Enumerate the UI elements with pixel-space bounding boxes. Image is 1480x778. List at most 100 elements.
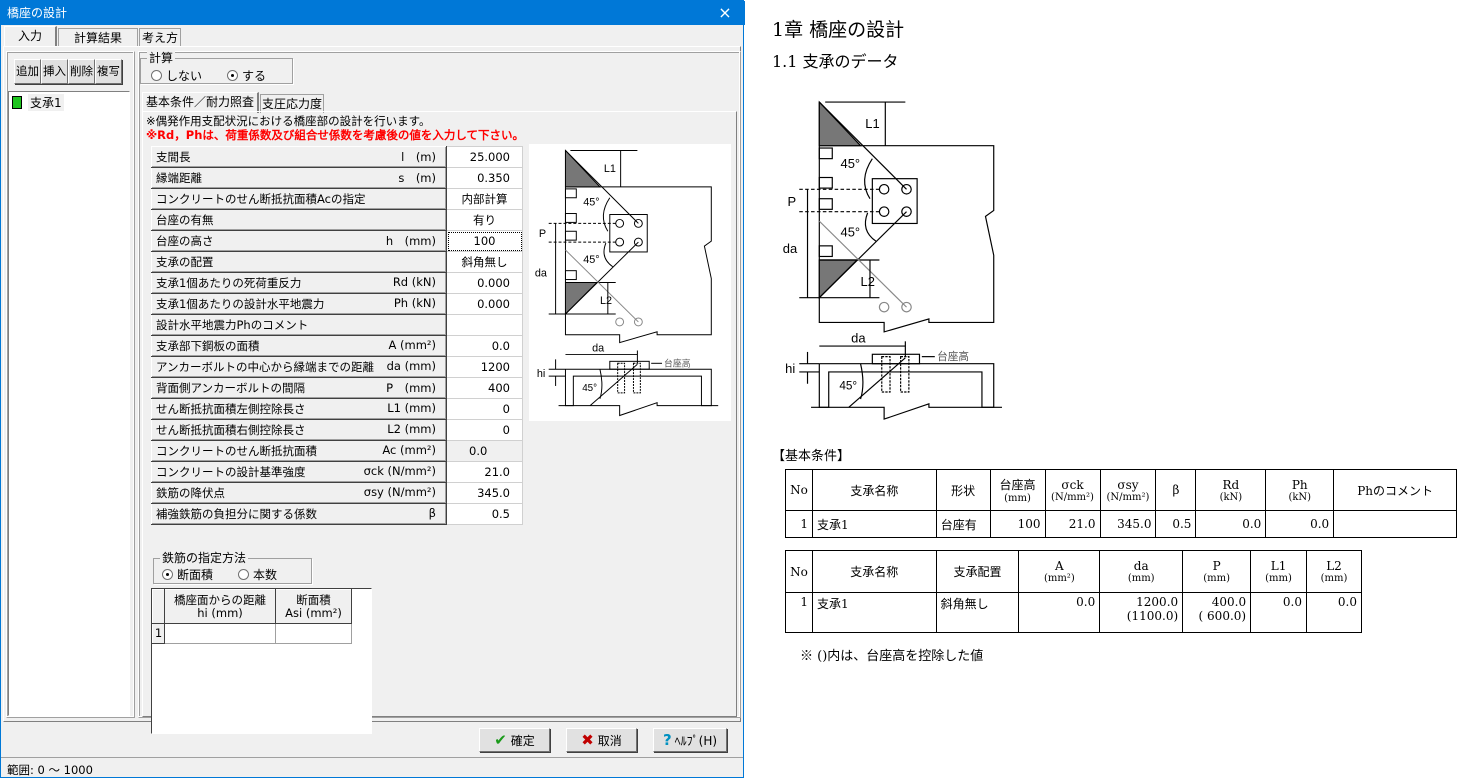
radio-cross-section[interactable]: 断面積 bbox=[162, 566, 213, 583]
detail-panel bbox=[138, 51, 741, 718]
table-cell bbox=[1333, 510, 1457, 538]
header-text: 橋座面からの距離 bbox=[174, 592, 266, 607]
label-text: 縁端距離 bbox=[156, 171, 202, 185]
radio-calc-on[interactable]: する bbox=[227, 67, 266, 84]
bearing-geometry-svg: L1 45° 45° P da L2 da hi 45° 台座高 bbox=[535, 149, 719, 417]
value-cell[interactable]: 0.000 bbox=[446, 272, 523, 294]
radio-icon bbox=[238, 569, 249, 580]
header-text: 支承配置 bbox=[953, 565, 1002, 579]
column-header: β bbox=[1155, 469, 1197, 511]
cell-value: 1 bbox=[800, 517, 808, 531]
ok-button[interactable]: ✔確定 bbox=[479, 728, 550, 752]
column-header: da(mm) bbox=[1099, 550, 1184, 593]
value-cell[interactable]: 0.000 bbox=[446, 293, 523, 315]
value-cell[interactable]: 400 bbox=[446, 377, 523, 399]
asi-cell[interactable] bbox=[275, 623, 352, 644]
title-bar: 橋座の設計 bbox=[1, 1, 745, 25]
value-cell[interactable]: 斜角無し bbox=[446, 251, 523, 273]
table-row: 設計水平地震力Phのコメント bbox=[151, 314, 523, 336]
value-cell[interactable]: 0 bbox=[446, 419, 523, 441]
report-bearing-diagram: L1 45° 45° P da L2 da hi 45° 台座高 bbox=[775, 95, 1018, 425]
value-cell[interactable]: 内部計算 bbox=[446, 188, 523, 210]
tab-bearing-stress[interactable]: 支圧応力度 bbox=[260, 94, 324, 113]
value-cell[interactable]: 25.000 bbox=[446, 146, 523, 168]
tab-calc-results[interactable]: 計算結果 bbox=[58, 28, 138, 47]
label-pedestal-height: 台座高 bbox=[664, 357, 691, 368]
column-header: 支承名称 bbox=[811, 550, 937, 593]
table-cell: 21.0 bbox=[1044, 510, 1101, 538]
value-cell[interactable]: 345.0 bbox=[446, 482, 523, 504]
label-pedestal-height: 台座高 bbox=[937, 350, 969, 363]
help-button[interactable]: ?ﾍﾙﾌﾟ(H) bbox=[653, 728, 727, 752]
header-unit: hi (mm) bbox=[197, 605, 243, 620]
radio-calc-off[interactable]: しない bbox=[151, 67, 202, 84]
delete-button[interactable]: 削除 bbox=[68, 59, 95, 84]
unit-text: P (mm) bbox=[386, 381, 436, 395]
header-unit: (kN) bbox=[1288, 491, 1312, 503]
value-cell[interactable]: 0.0 bbox=[446, 335, 523, 357]
label-text: コンクリートのせん断抵抗面積Acの指定 bbox=[156, 192, 366, 206]
table-cell: 1 bbox=[785, 592, 813, 633]
header-text: β bbox=[1172, 483, 1180, 497]
label-p: P bbox=[787, 194, 796, 209]
document-icon bbox=[12, 96, 22, 109]
label-text: 台座の高さ bbox=[156, 234, 214, 248]
cell-value: 400.0 bbox=[1211, 595, 1247, 609]
tab-input[interactable]: 入力 bbox=[4, 26, 57, 47]
header-text: Rd bbox=[1222, 477, 1240, 492]
copy-button[interactable]: 複写 bbox=[95, 59, 122, 84]
tab-basic-conditions[interactable]: 基本条件／耐力照査 bbox=[142, 92, 259, 113]
unit-text: da (mm) bbox=[386, 359, 436, 373]
list-item[interactable]: 支承1 bbox=[12, 94, 64, 111]
table-row: コンクリートのせん断抵抗面積Acの指定 内部計算 bbox=[151, 188, 523, 210]
value-cell[interactable]: 21.0 bbox=[446, 461, 523, 483]
column-header: No bbox=[785, 550, 813, 593]
rebar-method-legend: 鉄筋の指定方法 bbox=[160, 551, 249, 565]
label-text: 支承1個あたりの死荷重反力 bbox=[156, 276, 302, 290]
table-cell: 345.0 bbox=[1099, 510, 1157, 538]
tab-concept[interactable]: 考え方 bbox=[139, 28, 181, 47]
radio-label: 断面積 bbox=[177, 568, 214, 582]
label-angle-bottom: 45° bbox=[583, 254, 599, 266]
row-number: 1 bbox=[152, 623, 165, 644]
radio-count[interactable]: 本数 bbox=[238, 566, 277, 583]
label-da-lower: da bbox=[851, 331, 866, 346]
insert-button[interactable]: 挿入 bbox=[41, 59, 68, 84]
value-cell[interactable]: 有り bbox=[446, 209, 523, 231]
header-text: P bbox=[1212, 559, 1221, 573]
value-cell[interactable]: 0.350 bbox=[446, 167, 523, 189]
cell-value: 支承1 bbox=[816, 517, 849, 532]
label-text: 支承1個あたりの設計水平地震力 bbox=[156, 297, 325, 311]
bearing-list: 支承1 bbox=[8, 91, 130, 716]
table-cell: 0.0 bbox=[1306, 592, 1362, 633]
value-cell[interactable]: 0 bbox=[446, 398, 523, 420]
chapter-heading: 1章 橋座の設計 bbox=[772, 19, 905, 41]
value-cell[interactable] bbox=[446, 314, 523, 336]
value-cell[interactable]: 100 bbox=[446, 230, 523, 252]
hi-cell[interactable] bbox=[164, 623, 276, 644]
header-unit: (mm²) bbox=[1043, 573, 1075, 584]
value-cell[interactable]: 0.5 bbox=[446, 503, 523, 525]
value-cell[interactable]: 1200 bbox=[446, 356, 523, 378]
table-cell: 0.5 bbox=[1155, 510, 1197, 538]
table-cell: 400.0( 600.0) bbox=[1182, 592, 1252, 633]
label-text: コンクリートの設計基準強度 bbox=[156, 465, 306, 479]
label-text: 支承の配置 bbox=[156, 255, 214, 269]
cancel-button[interactable]: ✖取消 bbox=[566, 728, 637, 752]
close-icon[interactable]: × bbox=[718, 3, 732, 22]
column-header: Phのコメント bbox=[1333, 469, 1457, 511]
unit-text: Ph (kN) bbox=[393, 296, 436, 310]
add-button[interactable]: 追加 bbox=[14, 59, 41, 84]
